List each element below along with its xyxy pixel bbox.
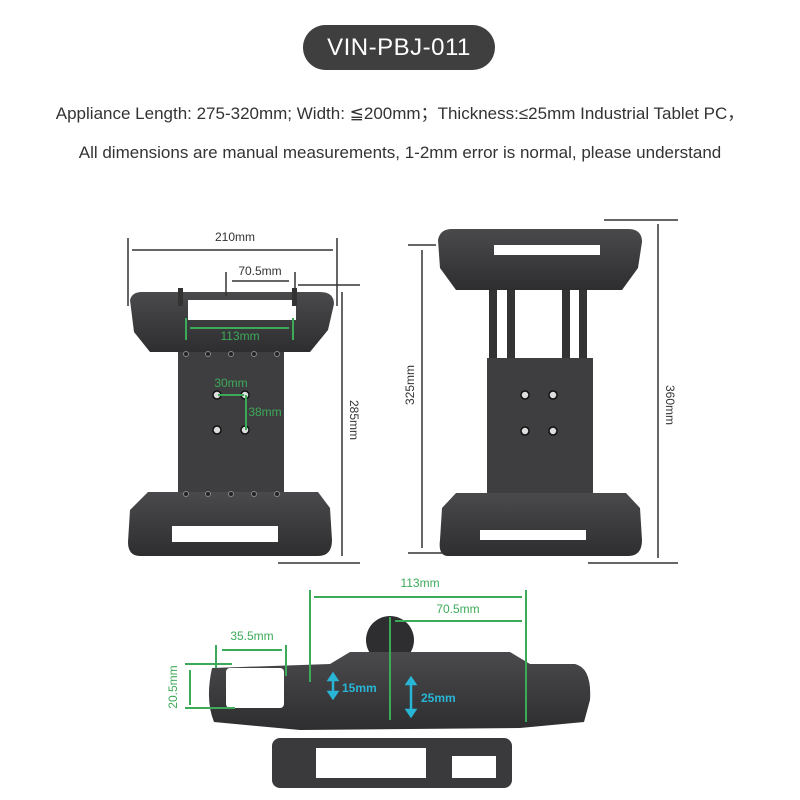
hole-v-label: 38mm bbox=[248, 405, 281, 419]
slot-width-label: 35.5mm bbox=[230, 629, 273, 643]
bottom-view-holder: 113mm 70.5mm 35.5mm 20.5mm 15mm 25mm bbox=[166, 576, 591, 788]
outer-height-label: 360mm bbox=[663, 385, 677, 425]
depth-label: 25mm bbox=[421, 691, 456, 705]
hole-h-label: 30mm bbox=[214, 376, 247, 390]
inner-height-label: 325mm bbox=[403, 365, 417, 405]
model-badge: VIN-PBJ-011 bbox=[303, 25, 495, 70]
slot-height-label: 20.5mm bbox=[166, 665, 180, 708]
front-width-label: 210mm bbox=[215, 230, 255, 244]
spec-text: Appliance Length: 275-320mm; Width: ≦200… bbox=[55, 104, 745, 123]
front-height-label: 285mm bbox=[347, 400, 361, 440]
front-inner-label: 113mm bbox=[220, 329, 259, 343]
bottom-width-label: 113mm bbox=[400, 576, 439, 590]
lip-label: 15mm bbox=[342, 681, 377, 695]
front-slot-label: 70.5mm bbox=[238, 264, 281, 278]
extended-view-holder: 325mm 360mm bbox=[403, 219, 678, 564]
note-text: All dimensions are manual measurements, … bbox=[78, 143, 722, 162]
front-view-holder: 210mm 70.5mm 285mm 113mm 30mm 38mm bbox=[127, 230, 361, 564]
bottom-offset-label: 70.5mm bbox=[436, 602, 479, 616]
